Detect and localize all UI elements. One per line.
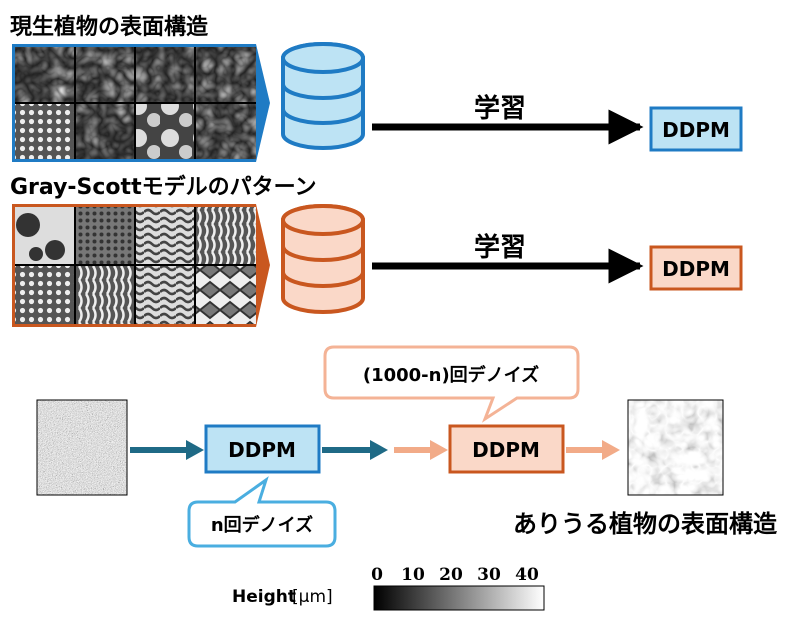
plant-ddpm-box: [649, 106, 743, 152]
plant-image-grid: [12, 44, 270, 162]
colorbar-tick: 20: [439, 565, 463, 585]
orange-arrow-1: [394, 440, 448, 460]
callout-bottom: [187, 476, 337, 548]
generation-ddpm-b-label: DDPM: [472, 438, 540, 462]
gray-scott-database-icon: [281, 204, 365, 314]
generation-ddpm-a-box: [204, 424, 321, 474]
plant-ddpm-label: DDPM: [662, 118, 730, 142]
blue-arrow-2: [322, 440, 388, 460]
gray-scott-training-label: 学習: [474, 232, 526, 263]
output-caption: ありうる植物の表面構造: [513, 510, 777, 538]
colorbar-tick: 10: [401, 565, 425, 585]
noise-input-image: [37, 400, 127, 495]
gray-scott-ddpm-box: [649, 245, 743, 291]
plant-training-label: 学習: [474, 93, 526, 124]
colorbar-ticks: 0 10 20 30 40: [371, 565, 539, 585]
orange-arrow-2: [566, 440, 620, 460]
callout-top: [323, 345, 580, 423]
blue-arrow-1: [130, 440, 204, 460]
colorbar-tick: 0: [371, 565, 383, 585]
colorbar-gradient: [373, 585, 545, 611]
callout-top-label: (1000-n)回デノイズ: [363, 364, 539, 386]
plant-section-title: 現生植物の表面構造: [10, 14, 208, 40]
gray-scott-section-title: Gray-Scottモデルのパターン: [10, 174, 316, 200]
generation-ddpm-a-label: DDPM: [228, 438, 296, 462]
callout-bottom-label: n回デノイズ: [211, 514, 313, 536]
colorbar-label: Height: [232, 587, 296, 607]
generation-ddpm-b-box: [448, 424, 565, 474]
colorbar-tick: 40: [515, 565, 539, 585]
colorbar-tick: 30: [477, 565, 501, 585]
generated-surface-image: [628, 400, 723, 495]
gray-scott-image-grid: [12, 204, 270, 327]
plant-database-icon: [281, 42, 365, 150]
colorbar-unit: [μm]: [292, 587, 333, 607]
gray-scott-ddpm-label: DDPM: [662, 257, 730, 281]
